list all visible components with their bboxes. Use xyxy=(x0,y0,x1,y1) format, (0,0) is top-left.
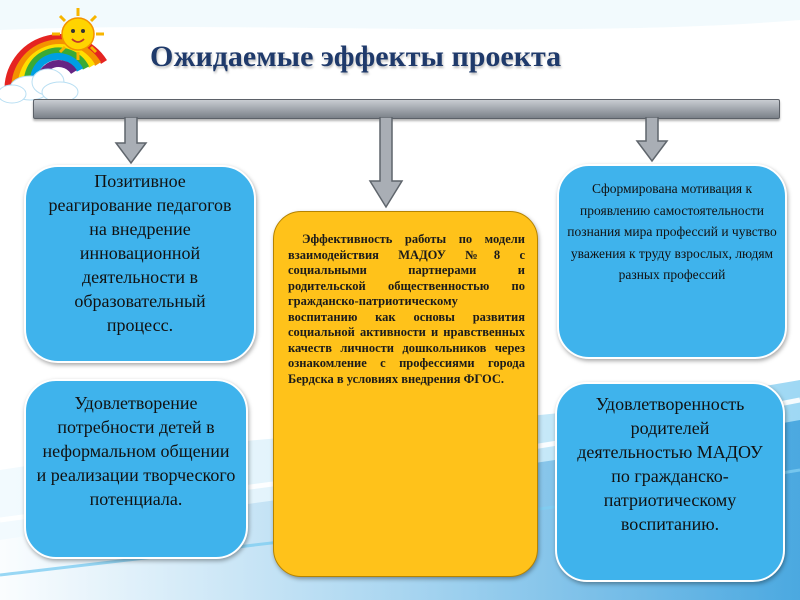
effect-box-parents: Удовлетворенность родителей деятельность… xyxy=(555,382,785,582)
arrow-down-center-icon xyxy=(368,117,404,209)
arrow-down-right-icon xyxy=(635,117,669,163)
rainbow-sun-cloud-logo xyxy=(0,8,107,104)
slide-title: Ожидаемые эффекты проекта xyxy=(150,40,562,73)
arrow-down-left-icon xyxy=(114,117,148,165)
effect-box-children: Удовлетворение потребности детей в нефор… xyxy=(24,379,248,559)
effect-box-central-text: Эффективность работы по модели взаимодей… xyxy=(288,232,525,386)
effect-box-children-text: Удовлетворение потребности детей в нефор… xyxy=(36,393,236,509)
effect-box-teachers-text: Позитивное реагирование педагогов на вне… xyxy=(48,171,232,335)
effect-box-motivation: Сформирована мотивация к проявлению само… xyxy=(557,164,787,359)
connector-bar xyxy=(33,99,780,119)
effect-box-teachers: Позитивное реагирование педагогов на вне… xyxy=(24,165,256,363)
effect-box-central: Эффективность работы по модели взаимодей… xyxy=(273,211,538,577)
effect-box-parents-text: Удовлетворенность родителей деятельность… xyxy=(577,394,763,534)
effect-box-motivation-text: Сформирована мотивация к проявлению само… xyxy=(567,181,777,283)
